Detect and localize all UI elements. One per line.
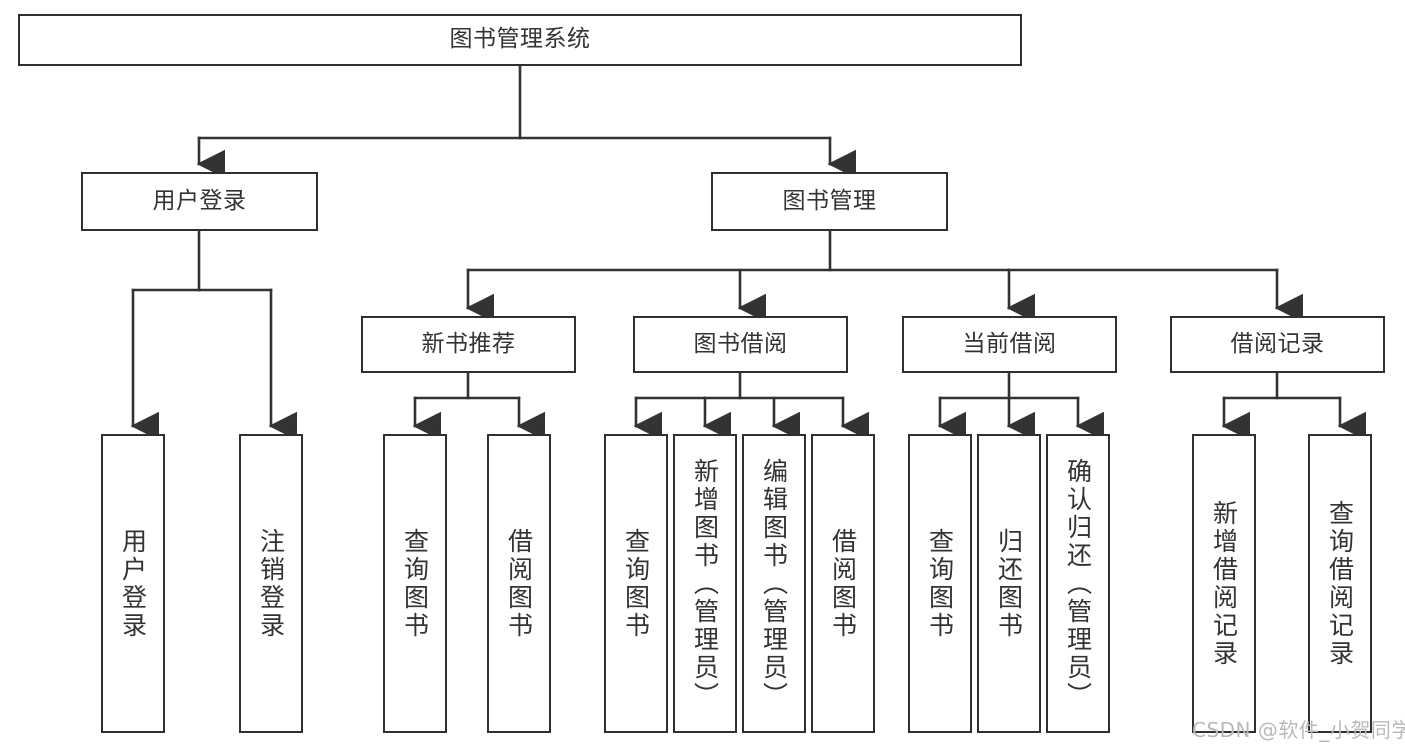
node-leaf-edit-book-admin[interactable]: 编辑图书（管理员） bbox=[742, 434, 806, 733]
node-label: 新增借阅记录 bbox=[1209, 499, 1239, 668]
node-label: 查询图书 bbox=[621, 527, 651, 640]
node-leaf-user-login[interactable]: 用户登录 bbox=[101, 434, 165, 733]
node-leaf-add-book-admin[interactable]: 新增图书（管理员） bbox=[673, 434, 737, 733]
node-leaf-query-book-recommend[interactable]: 查询图书 bbox=[383, 434, 447, 733]
node-leaf-borrow-book-recommend[interactable]: 借阅图书 bbox=[487, 434, 551, 733]
node-label: 用户登录 bbox=[152, 187, 247, 214]
node-leaf-confirm-return-admin[interactable]: 确认归还（管理员） bbox=[1046, 434, 1110, 733]
node-label: 注销登录 bbox=[256, 527, 286, 640]
node-label: 图书管理系统 bbox=[449, 26, 591, 53]
csdn-watermark: CSDN @软件_小贺同学 bbox=[1192, 718, 1405, 742]
node-label: 归还图书 bbox=[994, 527, 1024, 640]
node-leaf-return-book[interactable]: 归还图书 bbox=[977, 434, 1041, 733]
node-label: 新书推荐 bbox=[421, 330, 516, 357]
node-new-book-recommend[interactable]: 新书推荐 bbox=[361, 316, 576, 373]
node-label: 查询借阅记录 bbox=[1325, 499, 1355, 668]
node-label: 当前借阅 bbox=[962, 330, 1057, 357]
node-user-login[interactable]: 用户登录 bbox=[81, 172, 318, 231]
node-label: 借阅图书 bbox=[828, 527, 858, 640]
node-label: 新增图书（管理员） bbox=[690, 457, 720, 710]
node-current-borrow[interactable]: 当前借阅 bbox=[902, 316, 1117, 373]
node-label: 借阅记录 bbox=[1230, 330, 1325, 357]
node-book-management[interactable]: 图书管理 bbox=[711, 172, 948, 231]
node-label: 查询图书 bbox=[400, 527, 430, 640]
node-label: 图书管理 bbox=[782, 187, 877, 214]
node-borrow-records[interactable]: 借阅记录 bbox=[1170, 316, 1385, 373]
node-leaf-add-borrow-record[interactable]: 新增借阅记录 bbox=[1192, 434, 1256, 733]
node-leaf-logout[interactable]: 注销登录 bbox=[239, 434, 303, 733]
node-label: 编辑图书（管理员） bbox=[759, 457, 789, 710]
node-leaf-borrow-book[interactable]: 借阅图书 bbox=[811, 434, 875, 733]
node-label: 借阅图书 bbox=[504, 527, 534, 640]
node-leaf-query-borrow-record[interactable]: 查询借阅记录 bbox=[1308, 434, 1372, 733]
node-leaf-query-book-borrow[interactable]: 查询图书 bbox=[604, 434, 668, 733]
node-label: 图书借阅 bbox=[693, 330, 788, 357]
node-label: 查询图书 bbox=[925, 527, 955, 640]
node-root-book-management-system[interactable]: 图书管理系统 bbox=[18, 14, 1022, 66]
node-label: 确认归还（管理员） bbox=[1063, 457, 1093, 710]
node-leaf-query-book-current[interactable]: 查询图书 bbox=[908, 434, 972, 733]
node-label: 用户登录 bbox=[118, 527, 148, 640]
node-book-borrow[interactable]: 图书借阅 bbox=[633, 316, 848, 373]
